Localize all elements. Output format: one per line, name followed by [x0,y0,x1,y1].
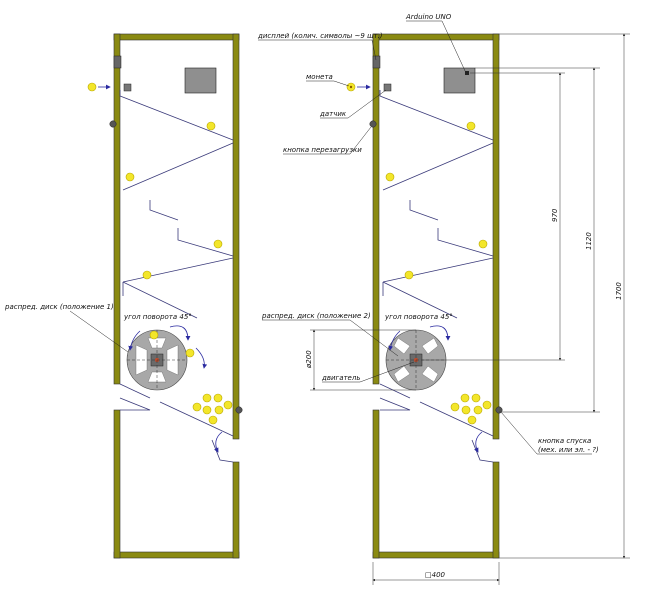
label-rotation-angle-left: угол поворота 45° [123,313,192,321]
label-rotation-angle-right: угол поворота 45° [384,313,453,321]
left-top-wall [113,33,240,41]
right-coin [482,400,492,410]
right-display [372,55,381,69]
right-coin [460,393,470,403]
right-sensor [383,83,392,92]
right-distribution-disk [385,329,447,391]
label-release-button-line2: (мех. или эл. - ?) [538,446,599,454]
left-view [87,33,243,559]
left-arduino-board [184,67,217,94]
label-disk-position-2: распред. диск (положение 2) [261,312,371,320]
left-coin [202,393,212,403]
left-reset-button [109,120,117,128]
label-reset-button: кнопка перезагрузки [283,146,362,154]
right-reset-button [369,120,377,128]
right-right-wall-upper [492,33,500,440]
left-left-wall-lower [113,409,121,559]
right-arduino-board [443,67,476,94]
right-coin [461,405,471,415]
left-right-wall-upper [232,33,240,440]
left-coin [213,239,223,249]
right-coin [478,239,488,249]
left-coin [185,348,195,358]
right-coin [471,393,481,403]
right-coin [466,121,476,131]
label-arduino: Arduino UNO [405,13,452,21]
left-coin [142,270,152,280]
right-coin [473,405,483,415]
left-distribution-disk [126,329,188,391]
right-right-wall-lower [492,461,500,559]
right-coin [404,270,414,280]
dim-width: □400 [425,571,446,579]
label-release-button-line1: кнопка спуска [538,437,591,445]
dim-height-970: 970 [551,208,559,222]
left-bottom-wall [113,551,240,559]
right-bottom-wall [372,551,500,559]
right-view [310,33,630,585]
right-coin [467,415,477,425]
left-left-wall-upper [113,33,121,385]
left-coin [223,400,233,410]
dim-height-total: 1700 [615,282,623,300]
left-coin-entry [87,82,97,92]
left-coin [214,405,224,415]
left-coin [149,330,159,340]
label-disk-position-1: распред. диск (положение 1) [4,303,114,311]
label-motor: двигатель [321,374,360,382]
label-display: дисплей (колич. символы ~9 шт.) [257,32,383,40]
right-coin [385,172,395,182]
dim-disk-diameter: ø200 [305,350,313,369]
left-coin [213,393,223,403]
left-coin [202,405,212,415]
left-coin [125,172,135,182]
left-coin [208,415,218,425]
left-display [113,55,122,69]
right-coin [450,402,460,412]
right-left-wall-lower [372,409,380,559]
left-sensor [123,83,132,92]
label-sensor: датчик [319,110,347,118]
right-left-wall-upper [372,33,380,385]
right-top-wall [372,33,500,41]
left-coin [192,402,202,412]
left-right-wall-lower [232,461,240,559]
label-coin: монета [306,73,333,81]
left-release-button [235,406,243,414]
left-coin [206,121,216,131]
right-release-button [495,406,503,414]
dim-height-1120: 1120 [585,232,593,250]
